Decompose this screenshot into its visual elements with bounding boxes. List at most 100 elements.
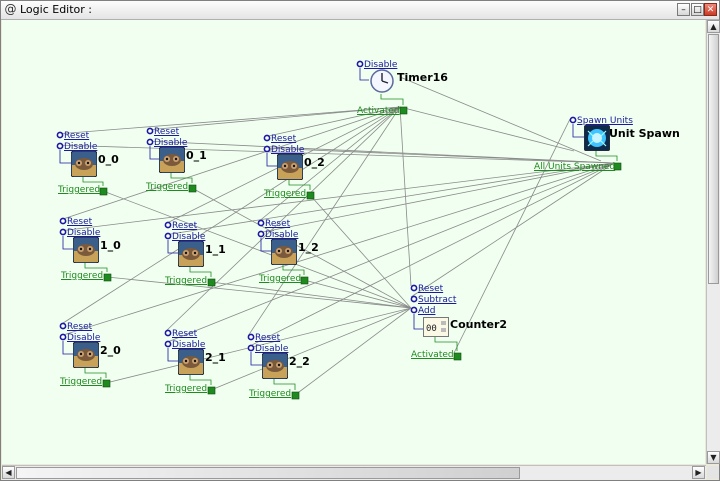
link-line [247,106,401,337]
link-line [56,144,615,164]
input-port-dot [410,284,418,292]
maximize-button[interactable]: □ [691,3,704,16]
output-all-units-spawned[interactable]: All Units Spawned [534,162,616,172]
input-connector [260,238,271,252]
output-triggered[interactable]: Triggered [264,189,307,199]
node-label-counter2: Counter2 [450,318,508,331]
trigger-creature-icon[interactable] [262,353,288,379]
node-label-t2-0: 2_0 [100,344,121,357]
input-port-dot [146,138,154,146]
output-triggered[interactable]: Triggered [60,377,103,387]
link-line [399,76,602,162]
spawn-portal-icon[interactable] [584,125,610,151]
input-reset[interactable]: Reset [172,329,198,339]
vertical-scroll-thumb[interactable] [708,34,719,284]
horizontal-scroll-thumb[interactable] [16,467,520,479]
input-port-dot [410,295,418,303]
input-spawn-units[interactable]: Spawn Units [577,116,633,126]
input-connector [572,124,584,138]
input-disable[interactable]: Disable [364,60,398,70]
output-port-square [103,273,112,282]
node-label-t2-1: 2_1 [205,351,226,364]
output-triggered[interactable]: Triggered [146,182,189,192]
trigger-creature-icon[interactable] [178,241,204,267]
counter-icon-text: 00 [426,324,437,334]
trigger-creature-icon[interactable] [71,151,97,177]
input-reset[interactable]: Reset [64,131,90,141]
input-port-dot [263,134,271,142]
input-subtract[interactable]: Subtract [418,295,457,305]
input-connector [359,68,369,81]
link-line [59,106,401,221]
output-triggered[interactable]: Triggered [165,384,208,394]
vertical-scrollbar[interactable]: ▲ ▼ [706,20,720,464]
scroll-down-icon[interactable]: ▼ [707,451,720,464]
output-triggered[interactable]: Triggered [165,276,208,286]
output-port-square [613,162,622,171]
input-disable[interactable]: Disable [172,340,206,350]
node-label-t0-1: 0_1 [186,149,207,162]
input-disable[interactable]: Disable [67,228,101,238]
input-port-dot [356,60,364,68]
input-disable[interactable]: Disable [154,138,188,148]
link-line [105,307,412,384]
input-disable[interactable]: Disable [67,333,101,343]
input-reset[interactable]: Reset [255,333,281,343]
link-line [257,106,401,223]
scroll-right-icon[interactable]: ▶ [692,466,705,479]
input-reset[interactable]: Reset [418,284,444,294]
close-button[interactable]: ✕ [704,3,717,16]
input-port-dot [59,228,67,236]
input-port-dot [164,329,172,337]
at-icon: @ [4,2,17,16]
link-line [59,162,615,337]
output-connector [170,173,193,183]
trigger-creature-icon[interactable] [271,239,297,265]
link-line [146,106,401,131]
input-add[interactable]: Add [418,306,436,316]
scroll-up-icon[interactable]: ▲ [707,20,720,33]
input-disable[interactable]: Disable [255,344,289,354]
trigger-creature-icon[interactable] [178,349,204,375]
input-reset[interactable]: Reset [67,217,93,227]
title-bar[interactable]: @ Logic Editor : – □ ✕ [1,1,719,20]
output-activated[interactable]: Activated [411,350,454,360]
input-disable[interactable]: Disable [172,232,206,242]
input-disable[interactable]: Disable [64,142,98,152]
output-triggered[interactable]: Triggered [61,271,104,281]
trigger-creature-icon[interactable] [73,237,99,263]
input-connector [250,352,262,366]
input-reset[interactable]: Reset [265,219,291,229]
input-reset[interactable]: Reset [172,221,198,231]
trigger-creature-icon[interactable] [73,342,99,368]
window-title: Logic Editor : [20,3,93,16]
input-disable[interactable]: Disable [271,145,305,155]
output-triggered[interactable]: Triggered [58,185,101,195]
resize-grip[interactable] [707,466,719,479]
output-port-square [207,386,216,395]
minimize-button[interactable]: – [677,3,690,16]
clock-icon[interactable] [369,68,395,94]
input-port-dot [164,232,172,240]
scroll-left-icon[interactable]: ◀ [2,466,15,479]
trigger-creature-icon[interactable] [159,147,185,173]
output-connector [189,375,212,385]
output-triggered[interactable]: Triggered [259,274,302,284]
output-activated[interactable]: Activated [357,106,400,116]
input-reset[interactable]: Reset [67,322,93,332]
link-line [164,162,615,236]
output-triggered[interactable]: Triggered [249,389,292,399]
horizontal-scrollbar[interactable]: ◀ ▶ [2,465,706,480]
input-port-dot [59,322,67,330]
node-label-timer16: Timer16 [397,71,448,84]
trigger-creature-icon[interactable] [277,154,303,180]
node-label-unit-spawn: Unit Spawn [609,127,680,140]
input-port-dot [56,142,64,150]
output-connector [288,180,311,190]
counter-icon[interactable]: 00 [423,317,449,337]
input-reset[interactable]: Reset [154,127,180,137]
input-disable[interactable]: Disable [265,230,299,240]
input-reset[interactable]: Reset [271,134,297,144]
